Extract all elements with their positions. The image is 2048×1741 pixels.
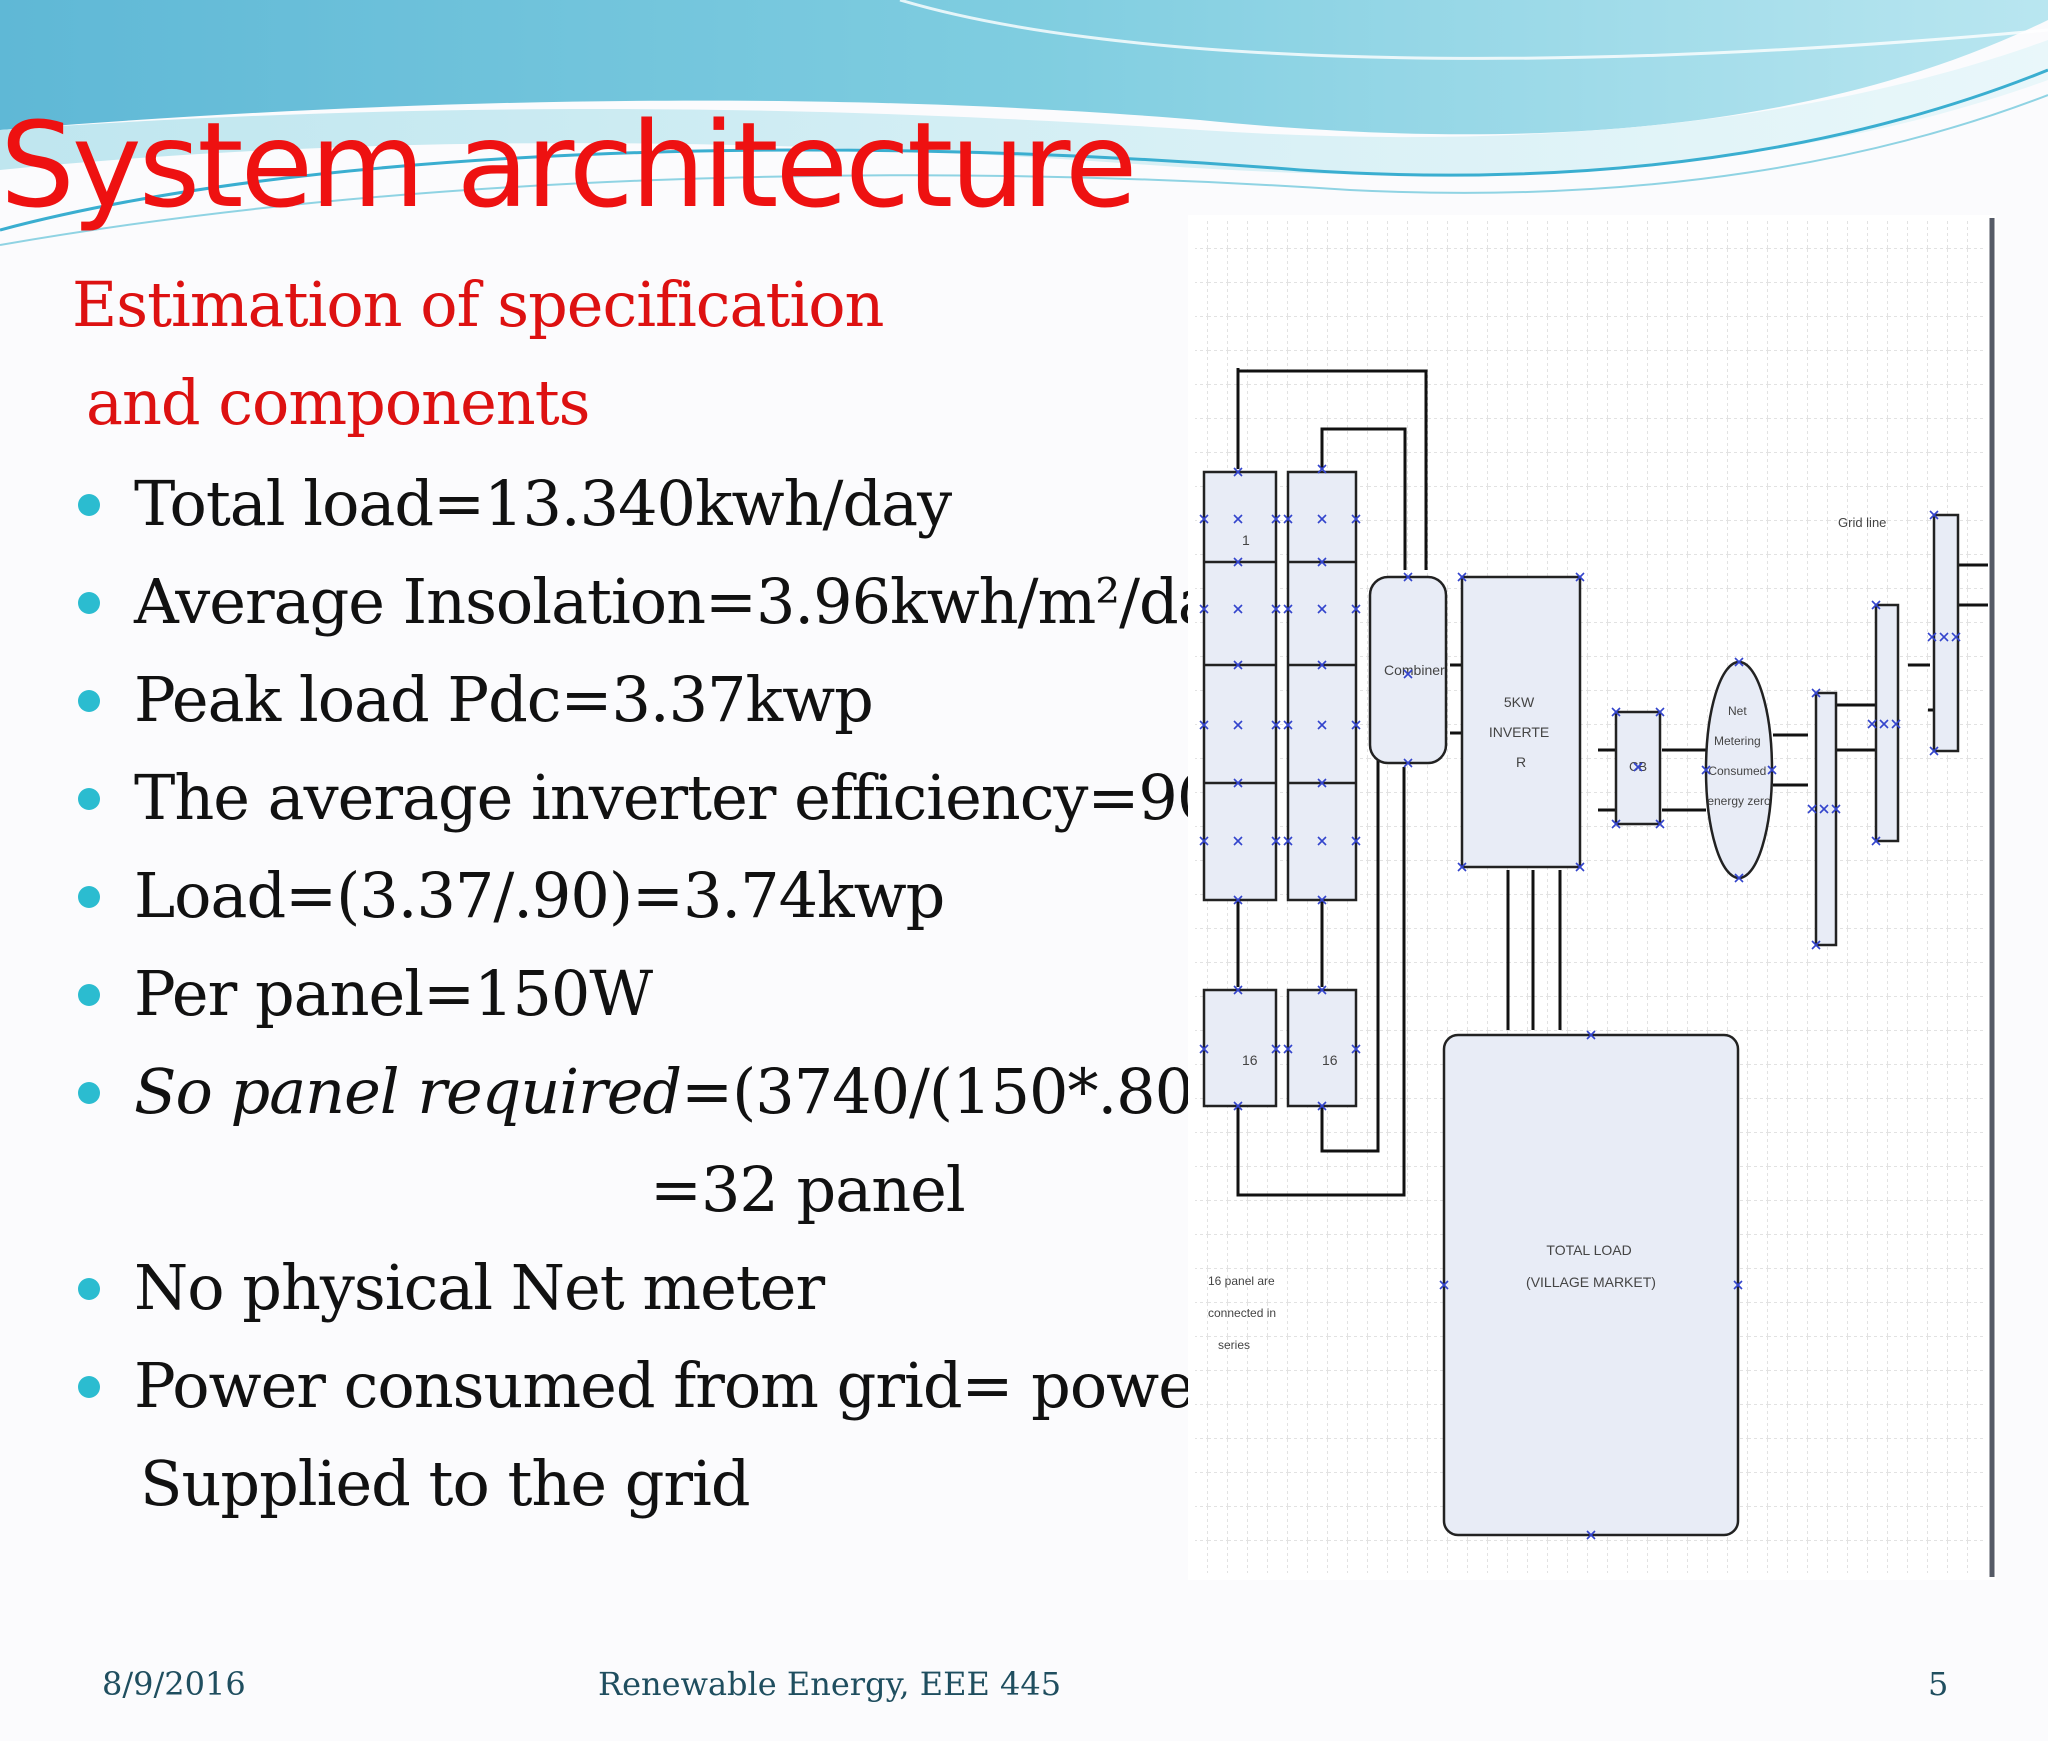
bullet-dot-icon xyxy=(78,886,100,908)
panel-bottom-label-2: 16 xyxy=(1322,1052,1338,1068)
bullet-text: Per panel=150W xyxy=(134,957,653,1030)
series-note: 16 panel are connected in series xyxy=(1208,1274,1279,1352)
bullet-dot-icon xyxy=(78,1082,100,1104)
bullet-item: Total load=13.340kwh/day xyxy=(70,455,1200,553)
subtitle-line-1: Estimation of specification xyxy=(72,268,884,341)
result-text: =32 panel xyxy=(650,1153,966,1226)
bullet-continuation: Supplied to the grid xyxy=(70,1435,1200,1533)
system-architecture-diagram: 1 16 16 Combiner 5KW INVERTE R CB Net Me… xyxy=(1188,215,1996,1580)
bullet-item: Average Insolation=3.96kwh/m²/day xyxy=(70,553,1249,651)
bullet-dot-icon xyxy=(78,1376,100,1398)
panel-bottom-label-1: 16 xyxy=(1242,1052,1258,1068)
footer-date: 8/9/2016 xyxy=(102,1665,246,1703)
bullet-item: Load=(3.37/.90)=3.74kwp xyxy=(70,847,1200,945)
bullet-text: Power consumed from grid= power xyxy=(134,1349,1224,1422)
bullet-item: The average inverter efficiency=90% xyxy=(70,749,1274,847)
panel-required-result: =32 panel xyxy=(70,1141,1200,1239)
net-meter-label: Net Metering Consumed energy zero xyxy=(1707,704,1771,808)
bullet-item-panel-required: So panel required=(3740/(150*.80)) xyxy=(70,1043,1240,1141)
header-wave-decoration xyxy=(0,0,2048,246)
bullet-text: Peak load Pdc=3.37kwp xyxy=(134,663,874,736)
footer-course: Renewable Energy, EEE 445 xyxy=(598,1665,1062,1703)
grid-line-label: Grid line xyxy=(1838,515,1886,530)
combiner-label: Combiner xyxy=(1384,662,1445,678)
bullet-text: No physical Net meter xyxy=(134,1251,825,1324)
bullet-text: Load=(3.37/.90)=3.74kwp xyxy=(134,859,945,932)
bullet-dot-icon xyxy=(78,690,100,712)
subtitle-line-2: and components xyxy=(86,366,590,439)
solar-panels xyxy=(1202,470,1358,1108)
bullet-dot-icon xyxy=(78,788,100,810)
bullet-item: Peak load Pdc=3.37kwp xyxy=(70,651,1200,749)
bullet-dot-icon xyxy=(78,494,100,516)
connection-markers xyxy=(1199,464,1961,1540)
busbar-3 xyxy=(1932,513,1960,753)
busbar-1 xyxy=(1814,691,1838,947)
bullet-dot-icon xyxy=(78,592,100,614)
bullet-list: Total load=13.340kwh/day Average Insolat… xyxy=(70,455,1274,1533)
bullet-dot-icon xyxy=(78,984,100,1006)
continuation-text: Supplied to the grid xyxy=(140,1447,751,1520)
bullet-dot-icon xyxy=(78,1278,100,1300)
bullet-text: Average Insolation=3.96kwh/m²/day xyxy=(134,565,1249,638)
bullet-text-formula: =(3740/(150*.80)) xyxy=(681,1055,1240,1128)
footer-page-number: 5 xyxy=(1928,1665,1949,1703)
bullet-text: The average inverter efficiency=90% xyxy=(134,761,1274,834)
bullet-text-italic: So panel required xyxy=(134,1055,682,1128)
bullet-item: Power consumed from grid= power xyxy=(70,1337,1224,1435)
bullet-item: Per panel=150W xyxy=(70,945,1200,1043)
inverter-label: 5KW INVERTE R xyxy=(1489,694,1553,770)
inverter-box xyxy=(1460,575,1582,869)
bullet-text: Total load=13.340kwh/day xyxy=(134,467,952,540)
slide-title: System architecture xyxy=(0,96,1138,234)
total-load-label: TOTAL LOAD (VILLAGE MARKET) xyxy=(1526,1242,1656,1290)
bullet-item: No physical Net meter xyxy=(70,1239,1200,1337)
panel-top-label: 1 xyxy=(1242,532,1250,548)
